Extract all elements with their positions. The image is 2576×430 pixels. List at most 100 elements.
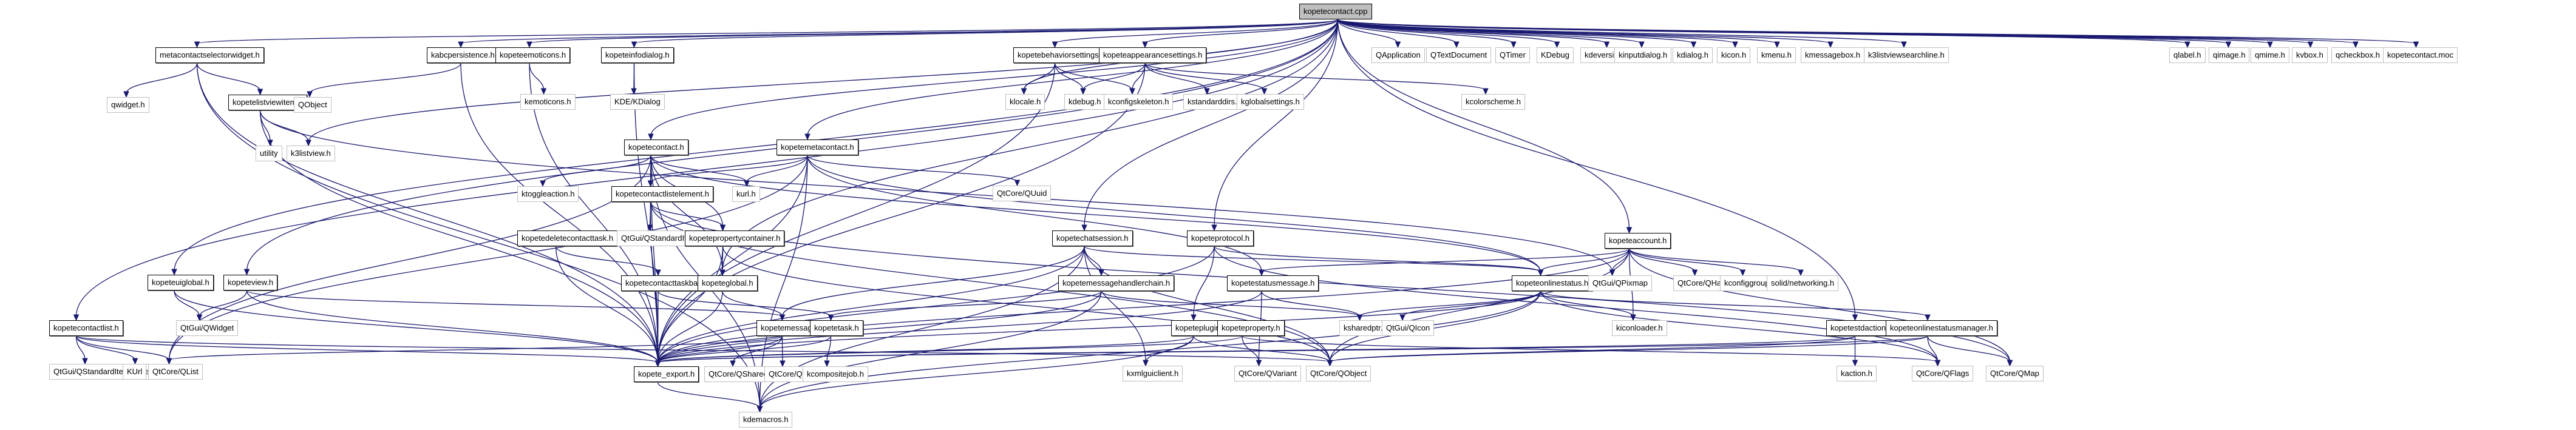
node-kopetemessagehandlerchain[interactable]: kopetemessagehandlerchain.h: [1058, 275, 1175, 291]
edge-kopetetask-to-kopete_export: [657, 335, 832, 363]
node-kopeteuiglobal[interactable]: kopeteuiglobal.h: [148, 275, 214, 291]
node-kopetestatusmessage[interactable]: kopetestatusmessage.h: [1227, 275, 1319, 291]
edge-kopetecontactlist-to-qlist: [75, 335, 170, 361]
edge-kopetecontactlist-to-qobjectcore: [75, 335, 1331, 363]
node-kopetecontactlistelement[interactable]: kopetecontactlistelement.h: [611, 186, 713, 202]
node-kopetetask[interactable]: kopetetask.h: [810, 320, 863, 336]
node-kopeteproperty[interactable]: kopeteproperty.h: [1217, 320, 1285, 336]
arrowhead-icon: [824, 360, 830, 368]
arrowhead-icon: [1934, 360, 1941, 367]
node-kxmlguiclient: kxmlguiclient.h: [1123, 366, 1183, 381]
node-kopetepropertycontainer[interactable]: kopetepropertycontainer.h: [685, 230, 785, 246]
edge-root-to-kdebug: [1337, 19, 1558, 44]
arrowhead-icon: [1852, 314, 1858, 321]
node-kopeteappearancesettings[interactable]: kopeteappearancesettings.h: [1099, 47, 1207, 63]
arrowhead-icon: [1256, 360, 1262, 367]
node-kopeteglobal[interactable]: kopeteglobal.h: [698, 275, 758, 291]
arrowhead-icon: [1691, 269, 1698, 277]
node-kinputdialog: kinputdialog.h: [1614, 47, 1672, 63]
edge-kopetelistviewitem-to-kopete_export: [259, 110, 659, 363]
node-kopeteemoticons[interactable]: kopeteemoticons.h: [495, 47, 571, 63]
edge-kopeteaccount-to-kopetestatusmessage: [1261, 248, 1630, 272]
edge-kopetestatusmessage-to-kopete_export: [657, 291, 1262, 363]
node-kopete_export[interactable]: kopete_export.h: [634, 366, 699, 382]
arrowhead-icon: [73, 314, 80, 321]
edge-kopeteonlinestatus-to-kiconloader: [1540, 291, 1634, 317]
node-kopeteview[interactable]: kopeteview.h: [223, 275, 278, 291]
edge-kopeteonlinestatus-to-kopete_export: [657, 291, 1541, 363]
arrowhead-icon: [1395, 41, 1401, 49]
edge-kopetechatsession-to-kopetemessage: [781, 246, 1085, 317]
arrowhead-icon: [1603, 41, 1610, 49]
arrowhead-icon: [1399, 314, 1405, 321]
edge-root-to-kopeteaccount: [1337, 19, 1630, 230]
arrowhead-icon: [257, 89, 263, 96]
edge-kopetechatsession-to-kopete_export: [657, 246, 1085, 363]
node-kdemacros: kdemacros.h: [739, 412, 793, 428]
node-k3listviewsearchline: k3listviewsearchline.h: [1864, 47, 1949, 63]
arrowhead-icon: [744, 180, 750, 187]
edge-root-to-kopeteglobal: [722, 19, 1339, 272]
edge-root-to-kopetemetacontact: [807, 19, 1339, 136]
arrowhead-icon: [648, 133, 654, 141]
edge-kopetemetacontact-to-kopeteonlinestatus: [807, 155, 1541, 272]
edge-kopetedeletecontacttask-to-kopete_export: [555, 246, 659, 363]
arrowhead-icon: [2225, 41, 2232, 49]
arrowhead-icon: [1732, 41, 1738, 49]
arrowhead-icon: [1639, 41, 1645, 49]
edge-kopetecontactlist-to-qstandarditemmodel: [75, 335, 86, 361]
node-kopetechatsession[interactable]: kopetechatsession.h: [1052, 230, 1133, 246]
node-kopetecontactlist[interactable]: kopetecontactlist.h: [49, 320, 123, 336]
node-kopeteonlinestatus[interactable]: kopeteonlinestatus.h: [1512, 275, 1593, 291]
arrowhead-icon: [196, 314, 203, 321]
node-qmap: QtCore/QMap: [1986, 366, 2044, 381]
node-kopeteinfodialog[interactable]: kopeteinfodialog.h: [601, 47, 674, 63]
node-k3listview: k3listview.h: [287, 146, 335, 161]
node-kopeteaccount[interactable]: kopeteaccount.h: [1605, 233, 1671, 249]
edge-kopetemessage-to-qlist: [168, 335, 783, 361]
edge-metacontactselectorwidget-to-kopete_export: [196, 62, 659, 363]
node-quuid: QtCore/QUuid: [993, 186, 1052, 201]
node-metacontactselectorwidget[interactable]: metacontactselectorwidget.h: [155, 47, 264, 63]
arrowhead-icon: [1143, 360, 1149, 367]
node-kopetecontact[interactable]: kopetecontact.h: [624, 139, 688, 155]
edge-root-to-kopetecontactmoc: [1337, 19, 2417, 44]
edge-kopeteonlinestatus-to-kdemacros: [759, 291, 1541, 409]
edge-metacontactselectorwidget-to-kopetelistviewitem: [196, 62, 261, 92]
node-kiconloader: kiconloader.h: [1612, 320, 1667, 336]
arrowhead-icon: [1204, 88, 1210, 95]
edge-kopeteappearancesettings-to-kopete_export: [657, 62, 1146, 363]
node-qlist: QtCore/QList: [148, 364, 203, 380]
arrowhead-icon: [730, 360, 736, 368]
node-kopetecontactmoc: kopetecontact.moc: [2383, 47, 2458, 63]
node-kabcpersistence[interactable]: kabcpersistence.h: [427, 47, 499, 63]
edge-kopeteglobal-to-kopete_export: [657, 291, 723, 363]
node-kopetestdaction[interactable]: kopetestdaction.h: [1826, 320, 1897, 336]
edge-kopeteuiglobal-to-qwidget: [174, 290, 200, 317]
edge-kopetebehaviorsettings-to-kopete_export: [657, 62, 1056, 363]
arrowhead-icon: [132, 358, 138, 365]
node-kopetebehaviorsettings[interactable]: kopetebehaviorsettings.h: [1013, 47, 1110, 63]
node-kopetemetacontact[interactable]: kopetemetacontact.h: [777, 139, 858, 155]
node-kopeteonlinestatusmanager[interactable]: kopeteonlinestatusmanager.h: [1886, 320, 1997, 336]
edge-root-to-metacontactselectorwidget: [196, 19, 1339, 44]
edge-kopeteprotocol-to-kopeteplugin: [1193, 246, 1215, 317]
node-root[interactable]: kopetecontact.cpp: [1299, 4, 1372, 19]
edge-kopeteappearancesettings-to-kcolorscheme: [1144, 62, 1486, 91]
edge-kopetechatsession-to-kopetemessagehandlerchain: [1084, 246, 1102, 272]
node-kopeteprotocol[interactable]: kopeteprotocol.h: [1187, 230, 1254, 246]
arrowhead-icon: [82, 358, 88, 365]
arrowhead-icon: [1626, 227, 1633, 234]
node-kvbox: kvbox.h: [2292, 47, 2328, 63]
edge-kopeteaccount-to-kconfiggroup: [1628, 248, 1744, 272]
edge-kopetemessagehandlerchain-to-kopetetask: [830, 291, 1102, 317]
edge-kopetemessage-to-kopete_export: [657, 335, 783, 363]
edge-kopeteglobal-to-kopetemessage: [722, 291, 783, 317]
edge-kopetecontactlist-to-kopete_export: [75, 335, 659, 363]
node-qimage: qimage.h: [2209, 47, 2250, 63]
edge-kopetemetacontact-to-kopete_export: [657, 155, 808, 363]
node-kopetedeletecontacttask[interactable]: kopetedeletecontacttask.h: [517, 230, 618, 246]
edge-kopeteplugin-to-kdemacros: [759, 335, 1194, 409]
edge-kopetedeletecontacttask-to-kopetecontacttaskbase: [555, 246, 659, 272]
